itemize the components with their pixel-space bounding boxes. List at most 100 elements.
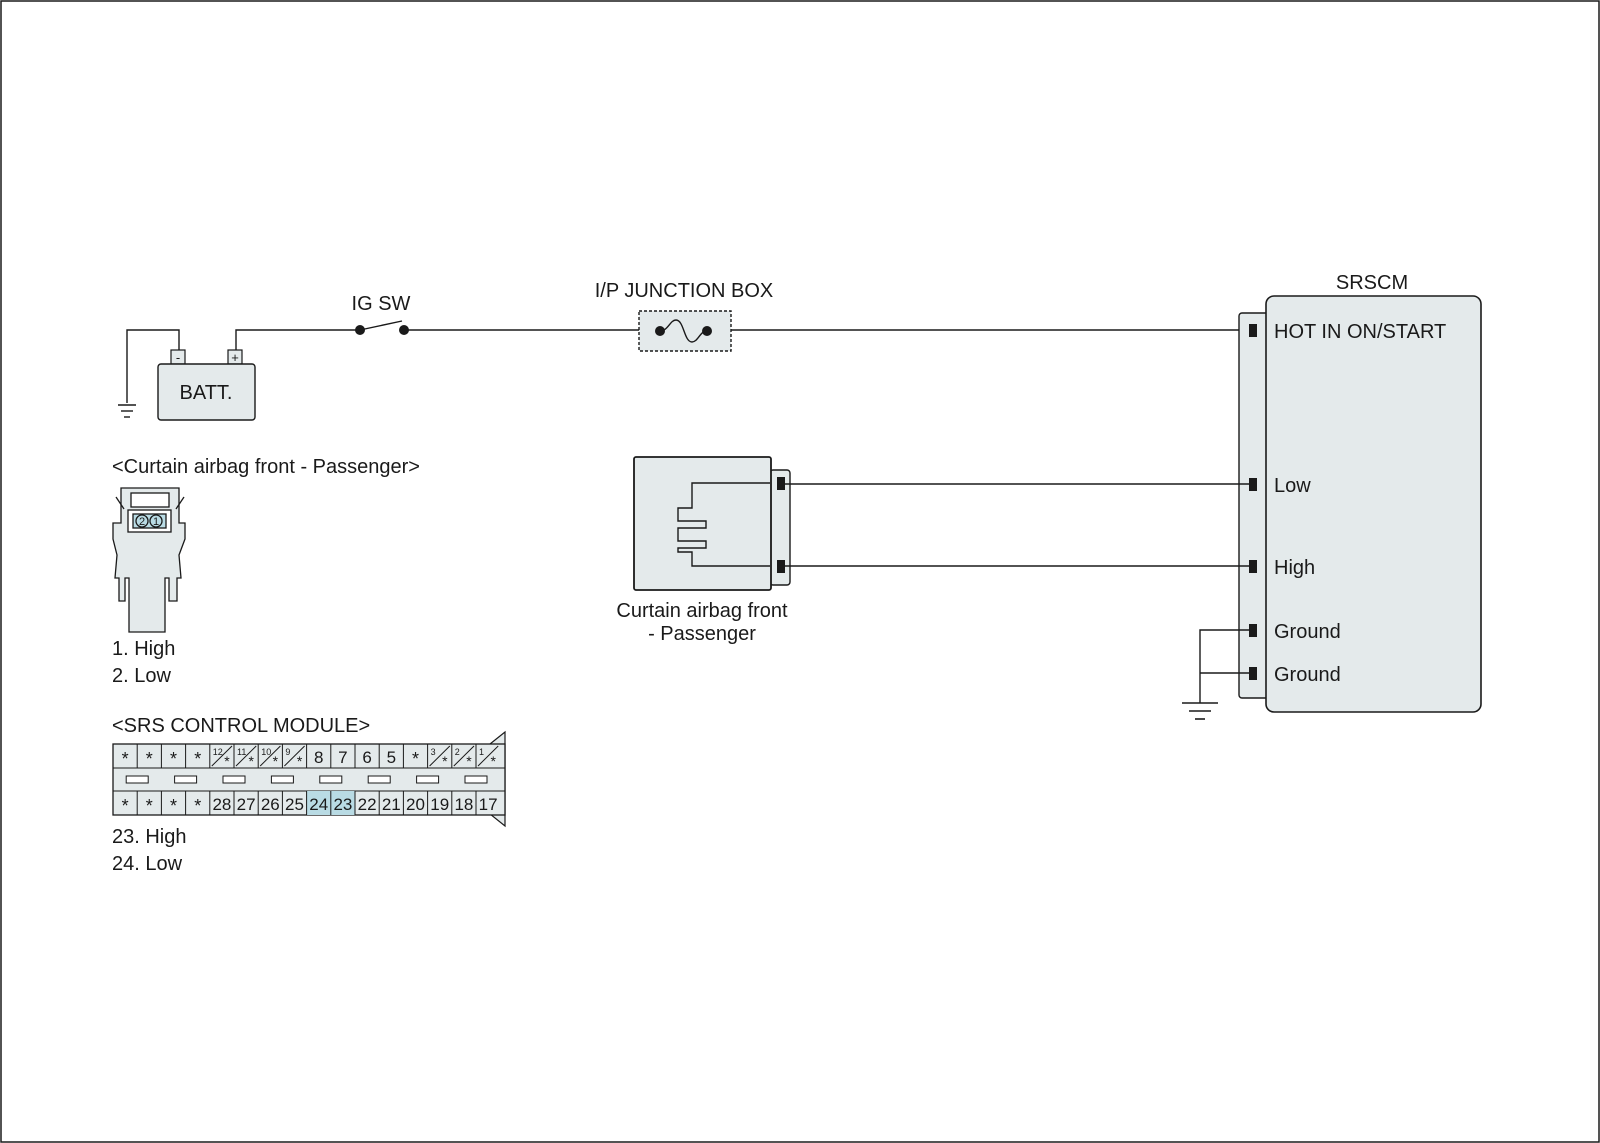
srs-pin-slash — [429, 745, 451, 767]
srscm-title: SRSCM — [1336, 272, 1408, 294]
curtain-legend-1: 1. High — [112, 638, 175, 660]
srs-top-pin-number: 2 — [455, 747, 460, 757]
srs-top-pin: 6 — [362, 748, 371, 767]
srs-bottom-row: * * * * 28 27 26 25 24 23 22 21 20 19 18 17 — [122, 791, 498, 816]
srs-pin-highlight — [306, 791, 331, 815]
srs-legend-1: 23. High — [112, 826, 187, 848]
battery: - + BATT. — [157, 349, 256, 421]
srscm-pin-hot-label: HOT IN ON/START — [1274, 321, 1446, 343]
srs-top-pin: 5 — [387, 748, 396, 767]
curtain-connector-drawing — [112, 487, 186, 633]
srs-top-pin-star: * — [224, 753, 230, 769]
curtain-connector-latch — [130, 492, 170, 508]
srs-bottom-pin: 17 — [479, 795, 498, 814]
srs-bottom-pin: * — [122, 796, 129, 816]
srscm-pin-ground1-label: Ground — [1274, 621, 1341, 643]
curtain-connector-title: <Curtain airbag front - Passenger> — [112, 456, 420, 478]
srs-top-pin: 7 — [338, 748, 347, 767]
battery-body — [157, 363, 256, 421]
curtain-legend-2: 2. Low — [112, 665, 171, 687]
srs-top-pin-star: * — [490, 753, 496, 769]
srs-bottom-pin: * — [146, 796, 153, 816]
srs-bottom-pin: 28 — [212, 795, 231, 814]
srs-pin-slash — [284, 745, 305, 767]
curtain-airbag-component: Curtain airbag front - Passenger — [616, 456, 791, 645]
srs-bottom-pin: 18 — [454, 795, 473, 814]
srs-bottom-pin: 19 — [430, 795, 449, 814]
srs-latch-slot — [270, 775, 294, 784]
srs-latch-slot — [125, 775, 149, 784]
ignition-switch: IG SW — [352, 293, 411, 335]
srs-latch-slot — [367, 775, 391, 784]
battery-pos-label: + — [231, 350, 239, 365]
srs-top-pin-number: 1 — [479, 747, 484, 757]
srs-bottom-pin: * — [170, 796, 177, 816]
srs-top-pin-number: 9 — [285, 747, 290, 757]
srscm-connector-strip — [1238, 312, 1270, 699]
srscm-module: SRSCM HOT IN ON/START Low High Ground Gr… — [1238, 272, 1482, 713]
srs-latch-slot — [319, 775, 343, 784]
srs-top-pin: * — [146, 749, 153, 769]
curtain-pin-1-label: 1 — [153, 516, 159, 528]
srs-top-pin-star: * — [248, 753, 254, 769]
srs-top-pin-star: * — [297, 753, 303, 769]
fuse-icon — [659, 319, 708, 343]
srs-pin-slash — [235, 745, 257, 767]
srscm-ground-icon — [1182, 702, 1218, 720]
srs-bottom-pin: 27 — [237, 795, 256, 814]
srs-top-pin-number: 11 — [237, 747, 246, 757]
airbag-pin-high — [777, 560, 785, 573]
srs-top-pin-number: 3 — [431, 747, 436, 757]
srs-bottom-pin: 21 — [382, 795, 401, 814]
srs-pin-slash — [211, 745, 233, 767]
srs-pin-slash — [477, 745, 499, 767]
airbag-label-line2: - Passenger — [648, 623, 756, 645]
srscm-pin-hot — [1249, 324, 1257, 337]
battery-neg-label: - — [176, 350, 180, 365]
airbag-label-line1: Curtain airbag front — [616, 600, 788, 622]
srs-top-pin: * — [412, 749, 419, 769]
srscm-pin-high — [1249, 560, 1257, 573]
srscm-pin-ground2 — [1249, 667, 1257, 680]
airbag-wiring — [785, 483, 1249, 567]
srscm-body — [1265, 295, 1482, 713]
srs-mid-row — [125, 775, 488, 784]
srscm-pin-low-label: Low — [1274, 475, 1311, 497]
junction-box-outline — [638, 310, 732, 352]
srs-latch-slot — [174, 775, 198, 784]
srs-top-pin-star: * — [442, 753, 448, 769]
srscm-ground-wiring — [1199, 629, 1249, 703]
battery-ground-wire — [126, 329, 180, 403]
junction-box-label: I/P JUNCTION BOX — [595, 280, 774, 302]
srs-bottom-pin: 24 — [309, 795, 328, 814]
battery-positive-wire — [235, 329, 358, 350]
srs-bottom-pin: * — [194, 796, 201, 816]
airbag-pin-low — [777, 477, 785, 490]
srs-bottom-pin: 20 — [406, 795, 425, 814]
srs-top-pin: 8 — [314, 748, 323, 767]
srs-pin-slash — [259, 745, 281, 767]
srs-bottom-pin: 25 — [285, 795, 304, 814]
airbag-squib-icon — [677, 482, 770, 567]
ig-sw-label: IG SW — [352, 293, 411, 315]
curtain-pin-2-icon — [135, 514, 149, 528]
srs-bottom-pin: 23 — [333, 795, 352, 814]
srs-top-pin: * — [122, 749, 129, 769]
srs-latch-slot — [464, 775, 488, 784]
srs-bottom-pin: 26 — [261, 795, 280, 814]
battery-ground-icon — [118, 404, 136, 418]
srscm-pin-ground1 — [1249, 624, 1257, 637]
srs-bottom-pin: 22 — [358, 795, 377, 814]
srscm-pin-ground2-label: Ground — [1274, 664, 1341, 686]
srs-latch-slot — [416, 775, 440, 784]
srs-top-pin-star: * — [466, 753, 472, 769]
srs-legend-2: 24. Low — [112, 853, 183, 875]
srs-top-pin: * — [194, 749, 201, 769]
srs-pin-highlight — [330, 791, 355, 815]
srs-latch-slot — [222, 775, 246, 784]
srs-connector-title: <SRS CONTROL MODULE> — [112, 715, 370, 737]
curtain-pin-2-label: 2 — [139, 516, 145, 528]
srs-top-pin-number: 10 — [261, 747, 271, 757]
